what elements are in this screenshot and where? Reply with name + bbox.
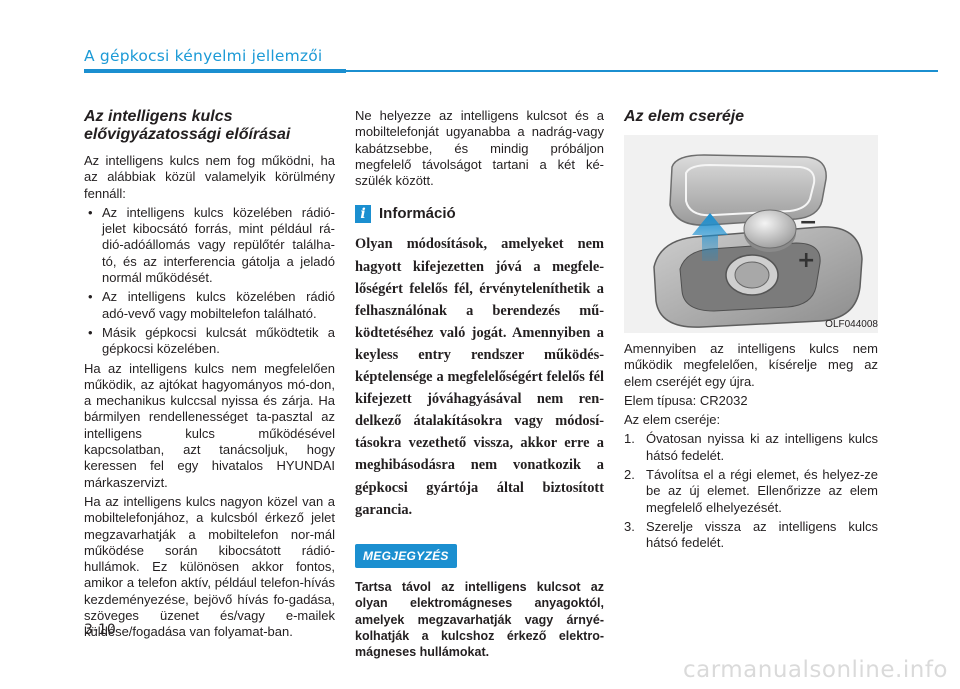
column-middle: Ne helyezze az intelligens kulcsot és a …: [355, 108, 604, 663]
watermark: carmanualsonline.info: [682, 657, 948, 683]
list-item: 1.Óvatosan nyissa ki az intelligens kulc…: [624, 431, 878, 463]
list-item: Másik gépkocsi kulcsát működtetik a gépk…: [84, 325, 335, 358]
section-header-title: A gépkocsi kényelmi jellemzői: [84, 47, 323, 65]
replacement-steps-list: 1.Óvatosan nyissa ki az intelligens kulc…: [624, 431, 878, 551]
list-item: 3.Szerelje vissza az intelligens kulcs h…: [624, 518, 878, 551]
pocket-paragraph: Ne helyezze az intelligens kulcsot és a …: [355, 108, 604, 189]
steps-intro: Az elem cseréje:: [624, 412, 721, 428]
list-item: Az intelligens kulcs közelében rádió adó…: [84, 289, 335, 322]
note-body: Tartsa távol az intelligens kulcsot az o…: [355, 580, 604, 660]
page-number: 3-10: [84, 622, 116, 638]
header-rule: [346, 70, 938, 72]
column-right: Az elem cseréje: [624, 108, 878, 555]
battery-replacement-heading: Az elem cseréje: [624, 108, 745, 125]
column-left: Az intelligens kulcs elővigyázatossági e…: [84, 108, 335, 644]
replacement-intro-paragraph: Amennyiben az intelligens kulcs nem műkö…: [624, 341, 878, 389]
conditions-list: Az intelligens kulcs közelében rádió-jel…: [84, 205, 335, 358]
information-body: Olyan módosítások, amelyeket nem hagyott…: [355, 236, 604, 518]
smart-key-battery-illustration: − + OLF044008: [624, 135, 878, 333]
malfunction-paragraph: Ha az intelligens kulcs nem megfelelően …: [84, 360, 335, 490]
list-item: Az intelligens kulcs közelében rádió-jel…: [84, 205, 335, 286]
mobile-phone-paragraph: Ha az intelligens kulcs nagyon közel van…: [84, 493, 335, 640]
plus-sign: +: [797, 248, 815, 273]
intro-paragraph: Az intelligens kulcs nem fog működni, ha…: [84, 153, 335, 201]
figure-code: OLF044008: [825, 318, 878, 330]
info-icon: i: [355, 205, 371, 224]
smart-key-precautions-heading: Az intelligens kulcs elővigyázatossági e…: [84, 108, 291, 143]
list-item: 2.Távolítsa el a régi elemet, és helyez-…: [624, 467, 878, 515]
smart-key-open-icon: − +: [624, 135, 878, 333]
information-title: Információ: [379, 205, 456, 223]
information-heading: i Információ: [355, 205, 604, 224]
minus-sign: −: [799, 210, 817, 235]
note-badge: MEGJEGYZÉS: [355, 543, 457, 568]
battery-type: Elem típusa: CR2032: [624, 392, 748, 408]
header-accent-bar: [84, 69, 346, 73]
